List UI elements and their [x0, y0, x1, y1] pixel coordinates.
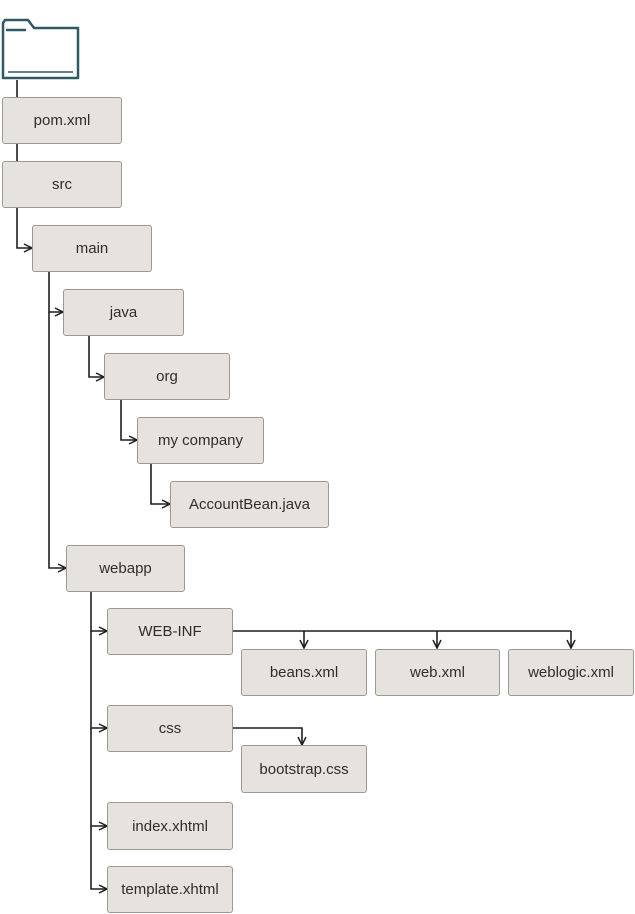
node-java: java: [63, 289, 184, 336]
connector-webapp-webinf: [90, 592, 107, 631]
node-accountbean-java: AccountBean.java: [170, 481, 329, 528]
connector-src-main: [16, 208, 32, 248]
folder-icon: [1, 18, 80, 80]
connector-webapp-template: [90, 826, 107, 889]
connector-css-bootstrap: [232, 727, 302, 745]
node-web-xml: web.xml: [375, 649, 500, 696]
node-my-company: my company: [137, 417, 264, 464]
connector-main-webapp: [48, 312, 66, 568]
node-weblogic-xml: weblogic.xml: [508, 649, 634, 696]
connector-java-org: [88, 336, 104, 377]
node-beans-xml: beans.xml: [241, 649, 367, 696]
connector-mycompany-accountbean: [150, 464, 170, 504]
node-pom-xml: pom.xml: [2, 97, 122, 144]
node-src: src: [2, 161, 122, 208]
node-index-xhtml: index.xhtml: [107, 802, 233, 850]
connector-org-mycompany: [120, 400, 137, 440]
connector-main-java: [48, 271, 63, 312]
node-webapp: webapp: [66, 545, 185, 592]
node-template-xhtml: template.xhtml: [107, 866, 233, 913]
connector-webapp-css: [90, 631, 107, 728]
connector-webapp-index: [90, 728, 107, 826]
node-web-inf: WEB-INF: [107, 608, 233, 655]
node-css: css: [107, 705, 233, 752]
node-main: main: [32, 225, 152, 272]
node-bootstrap-css: bootstrap.css: [241, 745, 367, 793]
node-org: org: [104, 353, 230, 400]
